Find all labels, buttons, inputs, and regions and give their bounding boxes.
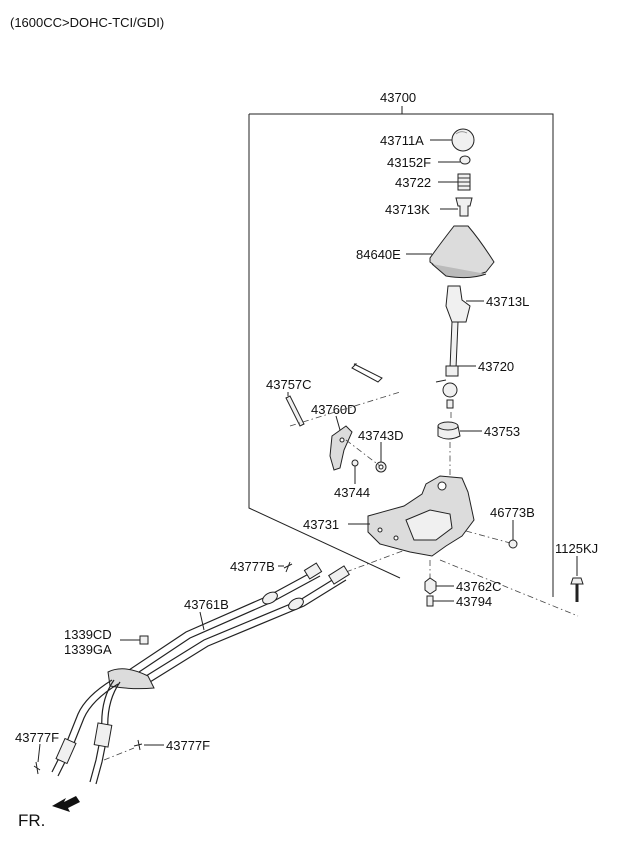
label-1339cd: 1339CD — [64, 627, 112, 642]
part-43753[interactable]: 43753 — [437, 421, 520, 440]
assembly-label: 43700 — [380, 90, 416, 105]
label-43731: 43731 — [303, 517, 339, 532]
label-43761b: 43762C — [456, 579, 502, 594]
label-43757c: 43757C — [266, 377, 312, 392]
part-43722[interactable]: 43722 — [395, 173, 471, 191]
bent-rod — [351, 363, 383, 383]
label-43762c: 43794 — [456, 594, 492, 609]
label-43794: 43761B — [184, 597, 229, 612]
part-43711a[interactable]: 43711A — [380, 128, 475, 152]
part-43744[interactable]: 43744 — [334, 459, 370, 500]
label-84640e: 84640E — [356, 247, 401, 262]
part-43757c[interactable]: 43757C — [266, 377, 312, 427]
assembly-frame: 43700 — [248, 90, 554, 597]
part-43713l[interactable]: 43713L — [445, 285, 529, 323]
part-43720[interactable]: 43720 — [435, 321, 514, 409]
label-46773b: 46773B — [490, 505, 535, 520]
label-43743d: 43743D — [358, 428, 404, 443]
label-43777f-right: 43777F — [166, 738, 210, 753]
label-43753: 43753 — [484, 424, 520, 439]
label-43744: 43744 — [334, 485, 370, 500]
part-43762c[interactable]: 43794 — [426, 594, 492, 609]
part-84640e[interactable]: 84640E — [356, 225, 495, 279]
label-43720: 43720 — [478, 359, 514, 374]
label-43722: 43722 — [395, 175, 431, 190]
label-43711a: 43711A — [380, 133, 424, 148]
label-43760d: 43760D — [311, 402, 357, 417]
front-direction-indicator: FR. — [18, 796, 80, 830]
part-43777f-right[interactable]: 43777F — [103, 738, 210, 761]
label-1125kj: 1125KJ — [555, 541, 598, 556]
part-43760d[interactable]: 43760D — [311, 402, 357, 471]
part-43152f[interactable]: 43152F — [387, 155, 471, 170]
label-43777b: 43777B — [230, 559, 275, 574]
part-43794[interactable]: 43761B — [51, 562, 350, 785]
engine-spec-header: (1600CC>DOHC-TCI/GDI) — [10, 15, 164, 30]
part-43777b[interactable]: 43777B — [230, 559, 293, 574]
part-46773b[interactable]: 46773B — [490, 505, 535, 549]
front-arrow-icon — [52, 796, 80, 812]
label-43777f-left: 43777F — [15, 730, 59, 745]
part-43743d[interactable]: 43743D — [358, 428, 404, 473]
part-43761b[interactable]: 43762C — [424, 577, 502, 595]
label-43713k: 43713K — [385, 202, 430, 217]
part-43713k[interactable]: 43713K — [385, 197, 473, 217]
part-43777f-left[interactable]: 43777F — [15, 730, 59, 775]
part-43731[interactable]: 43731 — [303, 475, 475, 557]
part-1125kj[interactable]: 1125KJ — [555, 541, 598, 602]
label-43152f: 43152F — [387, 155, 431, 170]
label-43713l: 43713L — [486, 294, 529, 309]
label-1339ga: 1339GA — [64, 642, 112, 657]
front-label: FR. — [18, 811, 45, 830]
part-1339cd-1339ga[interactable]: 1339CD 1339GA — [64, 627, 149, 657]
